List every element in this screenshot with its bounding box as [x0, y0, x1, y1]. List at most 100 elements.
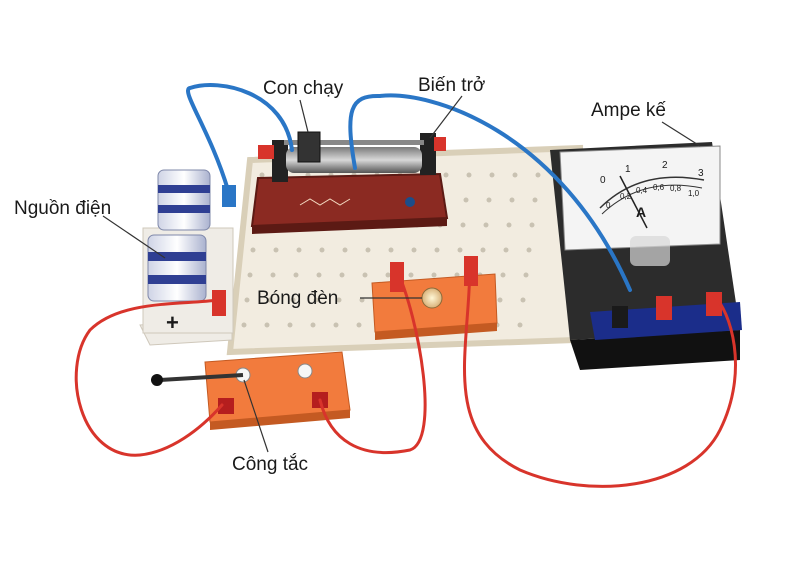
board-hole: [293, 272, 299, 278]
board-hole: [466, 172, 472, 178]
wires: [74, 83, 737, 488]
board-hole: [457, 247, 463, 253]
board-hole: [296, 247, 302, 253]
board-hole: [489, 172, 495, 178]
board-hole: [509, 197, 515, 203]
scale-top-0: 0: [600, 175, 606, 186]
board-hole: [500, 272, 506, 278]
switch-block: [151, 351, 351, 430]
board-hole: [460, 222, 466, 228]
wire-red-battery-switch: [74, 298, 224, 457]
wire-blue-rheostat-ammeter: [348, 93, 632, 292]
board-hole: [316, 272, 322, 278]
board-hole: [463, 197, 469, 203]
board-hole: [517, 322, 523, 328]
label-bulb: Bóng đèn: [257, 288, 338, 309]
board-hole: [431, 272, 437, 278]
scale-top-2: 2: [662, 160, 668, 171]
board-hole: [408, 272, 414, 278]
slider-contact[interactable]: [297, 131, 321, 163]
ammeter: 0 1 2 3 0 0,2 0,4 0,6 0,8 1,0 A: [550, 142, 742, 370]
board-hole: [247, 272, 253, 278]
battery-holder: +: [139, 169, 236, 346]
scale-bottom-1: 0,2: [620, 192, 632, 201]
board-hole: [535, 172, 541, 178]
wire-blue-battery-slider: [186, 83, 294, 192]
board-hole: [362, 272, 368, 278]
board-hole: [385, 272, 391, 278]
board-hole: [483, 222, 489, 228]
label-power-source: Nguồn điện: [14, 198, 111, 219]
board-hole: [480, 247, 486, 253]
battery-cell-top: [157, 169, 211, 231]
board-hole: [512, 172, 518, 178]
label-switch: Công tắc: [232, 453, 308, 475]
board-hole: [264, 322, 270, 328]
board-hole: [270, 272, 276, 278]
board-hole: [290, 297, 296, 303]
rheostat: [250, 131, 449, 234]
battery-cell-bottom: [147, 234, 207, 302]
scale-bottom-3: 0,6: [653, 183, 665, 192]
board-hole: [313, 297, 319, 303]
board-hole: [356, 322, 362, 328]
switch-lever[interactable]: [159, 373, 244, 382]
board-hole: [244, 297, 250, 303]
board-hole: [532, 197, 538, 203]
bulb-terminal-left[interactable]: [390, 262, 404, 292]
board-hole: [506, 222, 512, 228]
switch-terminal-left[interactable]: [218, 398, 234, 414]
ammeter-dial: [559, 145, 721, 251]
board-hole: [523, 272, 529, 278]
wire-red-switch-bulb: [318, 266, 427, 455]
labels: Con chạy Biến trở Ampe kế Nguồn điện Bón…: [14, 75, 666, 475]
board-hole: [336, 297, 342, 303]
board-hole: [250, 247, 256, 253]
scale-bottom-2: 0,4: [636, 186, 648, 195]
board-hole: [443, 172, 449, 178]
battery-terminal-positive[interactable]: [212, 290, 226, 316]
scale-top-1: 1: [625, 164, 631, 175]
board-hole: [359, 297, 365, 303]
board-hole: [342, 247, 348, 253]
board-hole: [273, 247, 279, 253]
label-leaders: [102, 95, 701, 453]
rheostat-end-post-right: [420, 133, 436, 175]
label-slider: Con chạy: [263, 78, 344, 99]
switch-knob[interactable]: [151, 374, 163, 386]
ammeter-unit: A: [636, 204, 646, 220]
ammeter-terminal-1[interactable]: [656, 296, 672, 320]
scale-bottom-5: 1,0: [688, 189, 700, 198]
board-hole: [503, 247, 509, 253]
bulb: [421, 287, 443, 309]
scale-bottom-4: 0,8: [670, 184, 682, 193]
board-hole: [310, 322, 316, 328]
board-hole: [241, 322, 247, 328]
ammeter-terminal-minus[interactable]: [612, 306, 628, 328]
scale-bottom-0: 0: [606, 201, 611, 210]
wire-red-bulb-ammeter: [463, 260, 737, 488]
label-rheostat: Biến trở: [418, 75, 485, 96]
board-hole: [319, 247, 325, 253]
board-hole: [287, 322, 293, 328]
board-hole: [520, 297, 526, 303]
board-hole: [497, 297, 503, 303]
board-hole: [486, 197, 492, 203]
battery-terminal-negative[interactable]: [222, 185, 236, 207]
ammeter-needle: [619, 175, 648, 229]
board-hole: [434, 247, 440, 253]
board-hole: [411, 247, 417, 253]
board-hole: [267, 297, 273, 303]
label-ammeter: Ampe kế: [591, 100, 666, 121]
board-hole: [526, 247, 532, 253]
scale-top-3: 3: [698, 168, 704, 179]
battery-plus-sign: +: [166, 310, 179, 335]
board-hole: [339, 272, 345, 278]
board-hole: [388, 247, 394, 253]
board-hole: [529, 222, 535, 228]
rheostat-end-post-left: [272, 140, 288, 182]
board-hole: [333, 322, 339, 328]
board-hole: [259, 172, 265, 178]
